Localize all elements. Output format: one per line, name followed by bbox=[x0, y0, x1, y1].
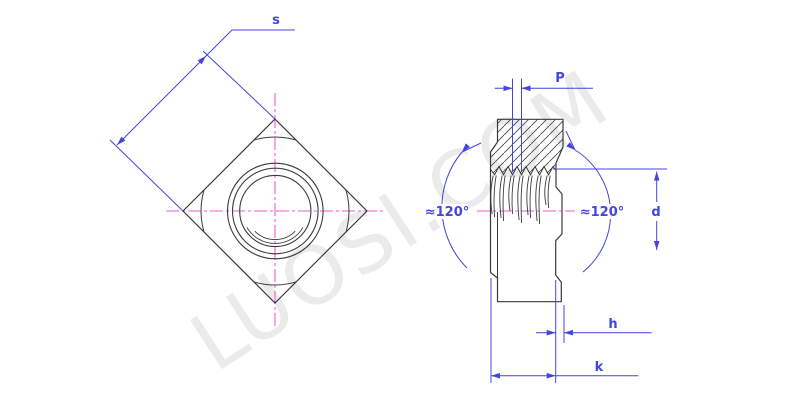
dim-label-k: k bbox=[595, 360, 604, 375]
dim-label-p: P bbox=[555, 71, 565, 86]
hole-circles bbox=[226, 162, 324, 260]
dim-label-d: d bbox=[651, 205, 660, 220]
front-view-centerlines bbox=[166, 93, 384, 329]
front-view: s bbox=[109, 13, 384, 329]
arrowhead-icon bbox=[653, 171, 660, 181]
dimension-k: k bbox=[490, 278, 639, 383]
arrowhead-icon bbox=[546, 329, 556, 336]
dimension-h: h bbox=[536, 305, 652, 343]
arrowhead-icon bbox=[653, 241, 660, 250]
label-mask bbox=[581, 204, 623, 219]
dimension-d: d bbox=[553, 168, 667, 250]
chamfer-corner-arcs bbox=[200, 136, 350, 286]
dimension-s: s bbox=[109, 13, 295, 212]
angle-arcs-120: ≈120° ≈120° bbox=[425, 130, 625, 273]
nut-square-outline bbox=[182, 118, 368, 304]
label-mask bbox=[426, 204, 468, 219]
arrowhead-icon bbox=[521, 85, 531, 92]
dim-label-h: h bbox=[608, 317, 617, 332]
nut-side-outline bbox=[489, 118, 564, 303]
arrowhead-icon bbox=[491, 372, 500, 379]
arrowhead-icon bbox=[546, 372, 556, 379]
thread-profile-teeth bbox=[490, 165, 557, 176]
dim-label-s: s bbox=[272, 13, 280, 28]
arrowhead-icon bbox=[564, 329, 573, 336]
arrowhead-icon bbox=[503, 85, 513, 92]
angle-label-left: ≈120° bbox=[425, 205, 470, 220]
dimension-p: P bbox=[494, 71, 593, 172]
thread-helix-lines bbox=[490, 175, 551, 225]
angle-label-right: ≈120° bbox=[580, 205, 625, 220]
side-view: P ≈120° ≈120° bbox=[425, 71, 667, 383]
section-hatch bbox=[490, 119, 563, 175]
thread-helix-arcs-front bbox=[246, 227, 304, 244]
